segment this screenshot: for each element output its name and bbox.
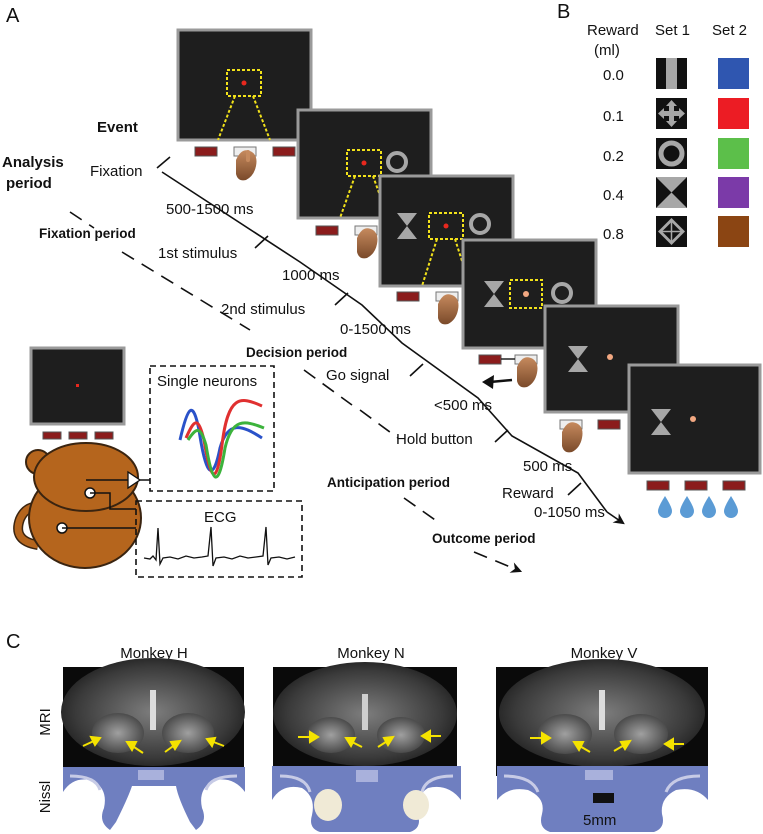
event-header: Event: [97, 119, 138, 136]
event-timeline: [156, 156, 625, 525]
hand-icon: [562, 422, 583, 453]
amygdala-arrows: [82, 729, 684, 754]
vertical-bar-icon: [656, 58, 687, 89]
button-left: [646, 480, 670, 491]
color-swatch-brown: [718, 216, 749, 247]
button-left: [194, 146, 218, 157]
mri-image-v: [496, 659, 708, 776]
screen-first-stimulus: [296, 108, 433, 220]
nissl-section-h: [63, 767, 245, 830]
reward-value: 0.1: [603, 108, 624, 125]
duration-second-stimulus: 0-1500 ms: [340, 321, 411, 338]
duration-go-signal: <500 ms: [434, 397, 492, 414]
hand-icon: [438, 294, 459, 325]
event-label-hold-button: Hold button: [396, 431, 473, 448]
move-left-arrow-icon: [482, 375, 513, 389]
nissl-section-n: [272, 766, 461, 832]
scale-bar: [593, 793, 614, 803]
hand-icon: [517, 357, 538, 388]
button-right: [597, 419, 621, 430]
analysis-outcome-period: Outcome period: [432, 531, 536, 546]
analysis-timeline: [69, 211, 523, 573]
ecg-label: ECG: [204, 509, 237, 526]
monkey-h-label: Monkey H: [120, 645, 188, 662]
button-center: [684, 480, 708, 491]
duration-reward: 0-1050 ms: [534, 504, 605, 521]
button-right: [272, 146, 296, 157]
button-center: [68, 431, 88, 440]
analysis-anticipation-period: Anticipation period: [327, 475, 450, 490]
monkey-n-label: Monkey N: [337, 645, 405, 662]
button-right: [722, 480, 746, 491]
mri-image-h: [61, 658, 245, 776]
reward-value: 0.0: [603, 67, 624, 84]
analysis-fixation-period: Fixation period: [39, 226, 136, 241]
button-left: [42, 431, 62, 440]
cross-arrows-icon: [656, 98, 687, 129]
single-neurons-label: Single neurons: [157, 373, 257, 390]
screen-reward: [627, 363, 762, 475]
color-swatch-purple: [718, 177, 749, 208]
row-label-mri: MRI: [37, 708, 54, 736]
ring-icon: [656, 138, 687, 169]
reward-value: 0.2: [603, 148, 624, 165]
task-screens: [176, 28, 762, 518]
color-swatch-green: [718, 138, 749, 169]
event-label-reward: Reward: [502, 485, 554, 502]
duration-hold: 500 ms: [523, 458, 572, 475]
duration-first-stimulus: 1000 ms: [282, 267, 340, 284]
screen-fixation: [176, 28, 313, 142]
scale-bar-label: 5mm: [583, 812, 616, 829]
event-label-second-stimulus: 2nd stimulus: [221, 301, 305, 318]
button-right: [94, 431, 114, 440]
reward-table: Reward (ml) Set 1 Set 2 0.0 0.1 0.2 0.4 …: [587, 22, 749, 247]
diamond-cross-icon: [656, 216, 687, 247]
hourglass-icon: [656, 177, 687, 208]
analysis-decision-period: Decision period: [246, 345, 347, 360]
single-neurons-box: [149, 365, 275, 492]
panel-letter-c: C: [6, 631, 20, 653]
color-swatch-blue: [718, 58, 749, 89]
reward-value: 0.8: [603, 226, 624, 243]
monkey-icon: [13, 442, 142, 569]
button-left: [478, 354, 502, 365]
reward-header: Reward: [587, 22, 639, 39]
analysis-header-line-1: Analysis: [2, 154, 64, 171]
button-left: [315, 225, 339, 236]
monkey-setup: Single neurons ECG: [13, 346, 303, 578]
ecg-trace: [143, 526, 296, 567]
event-label-go-signal: Go signal: [326, 367, 389, 384]
set1-header: Set 1: [655, 22, 690, 39]
ecg-box: [135, 500, 303, 578]
analysis-header-line-2: period: [6, 175, 52, 192]
spike-waveforms: [178, 399, 265, 479]
row-label-nissl: Nissl: [37, 781, 54, 814]
monkey-v-label: Monkey V: [571, 645, 638, 662]
mri-image-n: [273, 662, 457, 776]
hand-icon: [236, 150, 257, 181]
color-swatch-red: [718, 98, 749, 129]
event-label-fixation: Fixation: [90, 163, 143, 180]
panel-letter-a: A: [6, 5, 20, 27]
panel-letter-b: B: [557, 1, 570, 23]
event-label-first-stimulus: 1st stimulus: [158, 245, 237, 262]
reward-unit: (ml): [594, 42, 620, 59]
button-left: [396, 291, 420, 302]
water-drops-icon: [658, 496, 738, 518]
duration-fixation: 500-1500 ms: [166, 201, 254, 218]
set2-header: Set 2: [712, 22, 747, 39]
hand-icon: [357, 228, 378, 259]
reward-value: 0.4: [603, 187, 624, 204]
